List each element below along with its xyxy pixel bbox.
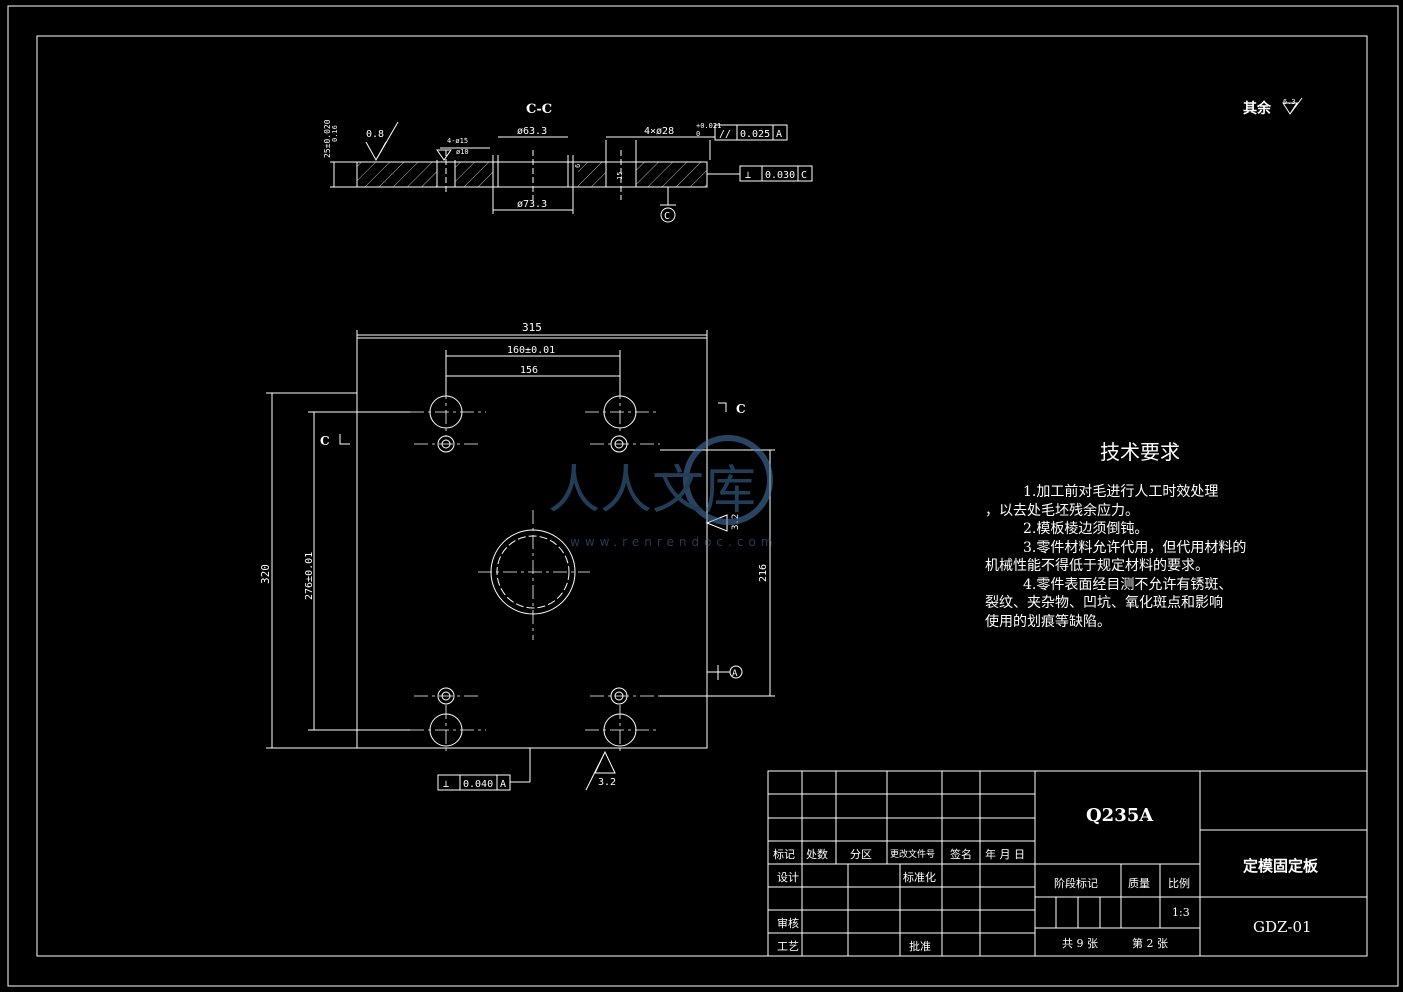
note-line: 机械性能不得低于规定材料的要求。 <box>985 558 1209 574</box>
section-label: C-C <box>526 102 552 117</box>
dim-hole-tol: +0.021 <box>696 122 721 130</box>
note-line: 2.模板棱边须倒钝。 <box>1023 521 1149 537</box>
svg-text:⊥: ⊥ <box>745 170 751 181</box>
svg-text:6: 6 <box>574 164 582 168</box>
note-line: ，以去处毛坯残余应力。 <box>985 502 1139 519</box>
svg-text:3.2: 3.2 <box>598 777 616 788</box>
tech-notes: 1.加工前对毛进行人工时效处理 ，以去处毛坯残余应力。 2.模板棱边须倒钝。 3… <box>985 483 1305 631</box>
svg-text:4-ø15: 4-ø15 <box>447 137 468 145</box>
section-hatch <box>636 162 707 187</box>
material: Q235A <box>1086 805 1154 826</box>
svg-text:0.040: 0.040 <box>463 779 493 790</box>
section-mark-right: C <box>736 402 746 416</box>
watermark-url: www.renrendoc.com <box>570 535 777 549</box>
dim-inner: 156 <box>520 365 538 376</box>
svg-text:25±0.020: 25±0.020 <box>323 119 332 158</box>
datum-a: A <box>732 669 738 679</box>
svg-text:A: A <box>500 779 506 790</box>
section-hatch <box>455 162 493 187</box>
svg-text://: // <box>719 129 731 140</box>
dim-d63: ø63.3 <box>517 126 547 137</box>
title-block <box>767 770 1368 957</box>
sheet-inner-border <box>36 35 1368 957</box>
section-hatch <box>578 162 606 187</box>
note-line: 裂纹、夹杂物、凹坑、氧化斑点和影响 <box>985 595 1223 611</box>
svg-text:0.030: 0.030 <box>765 170 795 181</box>
part-name: 定模固定板 <box>1243 857 1319 875</box>
perp-tolerance-frame-a <box>437 774 511 791</box>
svg-text:ø10: ø10 <box>456 148 469 156</box>
section-hatch <box>357 162 437 187</box>
rest-roughness-mark: 6.3 <box>1283 98 1296 106</box>
rest-roughness-label: 其余 <box>1243 100 1272 117</box>
dim-216: 216 <box>758 564 769 582</box>
svg-text:⊥: ⊥ <box>443 779 449 790</box>
svg-text:0.025: 0.025 <box>740 129 770 140</box>
plate-outline <box>356 337 708 749</box>
note-line: 1.加工前对毛进行人工时效处理 <box>1023 484 1219 500</box>
svg-text:0.8: 0.8 <box>366 129 384 140</box>
svg-text:0.16: 0.16 <box>331 125 339 142</box>
watermark-text: 人人文库 <box>548 461 756 521</box>
drawing-number: GDZ-01 <box>1253 918 1312 936</box>
dim-width: 315 <box>522 321 542 334</box>
plan-view: 315 160±0.01 156 320 276±0.01 216 3.2 C … <box>259 321 775 791</box>
svg-text:A: A <box>776 129 782 140</box>
note-line: 3.零件材料允许代用，但代用材料的 <box>1023 539 1247 556</box>
scale-value: 1:3 <box>1172 906 1190 919</box>
dim-holes: 4×ø28 <box>644 126 674 137</box>
dim-d73: ø73.3 <box>517 199 547 210</box>
perp-tolerance-frame-c <box>739 165 813 182</box>
svg-text:C: C <box>801 170 807 181</box>
section-view: ø63.3 ø73.3 4×ø28 +0.021 0 // 0.025 A ⊥ … <box>323 102 813 223</box>
sheet-outer-border <box>7 5 1399 987</box>
svg-text:15: 15 <box>616 172 624 180</box>
note-line: 使用的划痕等缺陷。 <box>985 613 1111 630</box>
dim-hole-tol0: 0 <box>696 130 700 138</box>
watermark: 人人文库 www.renrendoc.com <box>548 435 777 549</box>
dim-vpitch: 276±0.01 <box>304 552 315 600</box>
section-mark-left: C <box>320 434 330 448</box>
notes-title: 技术要求 <box>1100 440 1180 464</box>
datum-c: C <box>664 211 670 222</box>
note-line: 4.零件表面经目测不允许有锈斑、 <box>1023 576 1233 593</box>
parallel-tolerance-frame <box>714 124 788 141</box>
dim-pitch: 160±0.01 <box>507 345 555 356</box>
dim-height: 320 <box>259 564 272 584</box>
